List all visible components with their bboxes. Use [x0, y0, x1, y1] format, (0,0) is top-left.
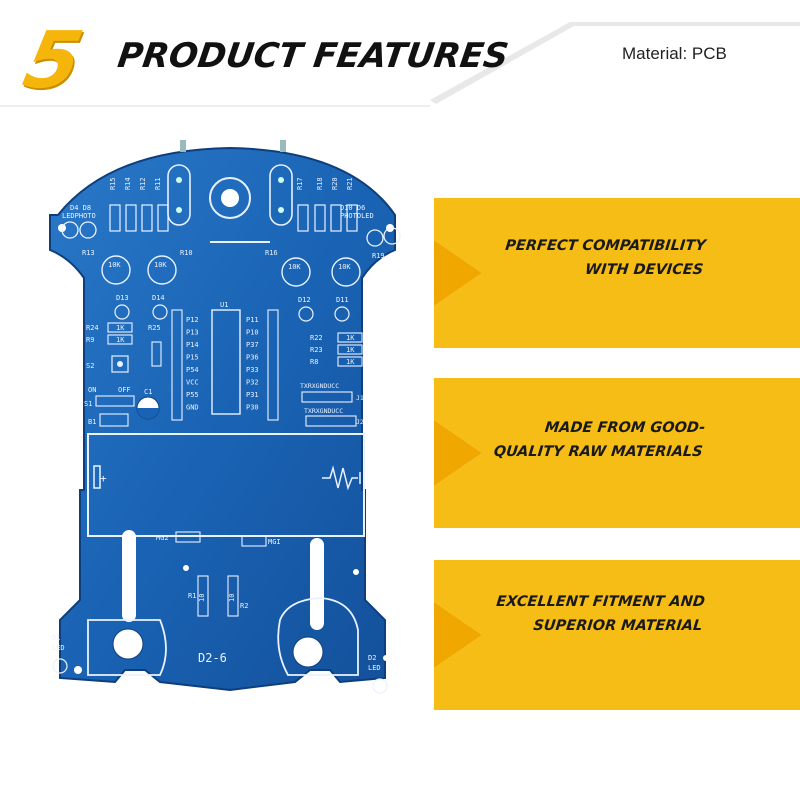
feature-banner-1: PERFECT COMPATIBILITY WITH DEVICES	[434, 198, 800, 348]
label-r2: R2	[240, 602, 248, 610]
label-r12: R12	[139, 177, 147, 190]
res-10-2: 10	[228, 594, 236, 602]
pin-label-left: P55	[186, 391, 199, 399]
pin-label-left: P14	[186, 341, 199, 349]
label-r24: R24	[86, 324, 99, 332]
label-r22: R22	[310, 334, 323, 342]
header-banner: 5 PRODUCT FEATURES Material: PCB	[0, 0, 800, 110]
label-d1: D1	[52, 634, 60, 642]
feature-banner-2: MADE FROM GOOD- QUALITY RAW MATERIALS	[434, 378, 800, 528]
feature-2-line1: MADE FROM GOOD-	[544, 420, 707, 436]
res-1k-3: 1K	[346, 334, 355, 342]
pot-label-4: 10K	[338, 263, 351, 271]
pin-label-left: VCC	[186, 379, 199, 387]
label-d4-d8: D4 D8	[70, 204, 91, 212]
feature-2-line2: QUALITY RAW MATERIALS	[492, 444, 704, 460]
feature-banner-bg	[434, 378, 800, 528]
label-r14: R14	[124, 177, 132, 190]
pin-label-left: P54	[186, 366, 199, 374]
label-r18: R18	[316, 177, 324, 190]
pin-label-left: P13	[186, 329, 199, 337]
label-d14: D14	[152, 294, 165, 302]
feature-banner-bg	[434, 198, 800, 348]
label-u1: U1	[220, 301, 228, 309]
label-r17: R17	[296, 177, 304, 190]
mount-hole	[209, 177, 251, 219]
label-d10-d6: D10 D6	[340, 204, 365, 212]
label-j2: J2	[356, 418, 364, 426]
label-r16: R16	[265, 249, 278, 257]
label-d2: D2	[368, 654, 376, 662]
label-b1: B1	[88, 418, 96, 426]
label-d12: D12	[298, 296, 311, 304]
pin-label-left: P15	[186, 354, 199, 362]
pin-label-right: P36	[246, 354, 259, 362]
pot-label-3: 10K	[288, 263, 301, 271]
label-d13: D13	[116, 294, 129, 302]
label-r8: R8	[310, 358, 318, 366]
res-1k-2: 1K	[116, 336, 125, 344]
pin-label-right: P33	[246, 366, 259, 374]
label-d11: D11	[336, 296, 349, 304]
battery-outline	[87, 433, 365, 537]
res-1k-1: 1K	[116, 324, 125, 332]
feature-text-3: EXCELLENT FITMENT AND SUPERIOR MATERIAL	[493, 590, 707, 638]
feature-1-line1: PERFECT COMPATIBILITY	[504, 238, 707, 254]
feature-banner-3: EXCELLENT FITMENT AND SUPERIOR MATERIAL	[434, 560, 800, 710]
label-r11: R11	[154, 177, 162, 190]
feature-text-1: PERFECT COMPATIBILITY WITH DEVICES	[501, 234, 706, 282]
pcb-outline	[49, 146, 396, 692]
ic-u1	[211, 309, 241, 415]
label-r10: R10	[180, 249, 193, 257]
material-label: Material: PCB	[622, 44, 727, 63]
label-txrx-2: TXRXGNDUCC	[304, 407, 343, 415]
label-r15: R15	[109, 177, 117, 190]
pin-label-left: GND	[186, 404, 199, 412]
label-on: ON	[88, 386, 96, 394]
pin-label-right: P32	[246, 379, 259, 387]
feature-text-2: MADE FROM GOOD- QUALITY RAW MATERIALS	[493, 416, 707, 464]
label-ledphoto: LEDPHOTO	[62, 212, 96, 220]
label-r19: R19	[372, 252, 385, 260]
label-led-1: LED	[52, 644, 65, 652]
pin-label-right: P31	[246, 391, 259, 399]
label-r13: R13	[82, 249, 95, 257]
header-stripe	[0, 0, 800, 108]
feature-1-line2: WITH DEVICES	[583, 262, 704, 278]
label-txrx-1: TXRXGNDUCC	[300, 382, 339, 390]
pin-label-left: P12	[186, 316, 199, 324]
model-label: D2-6	[198, 651, 227, 665]
feature-3-line1: EXCELLENT FITMENT AND	[495, 594, 707, 610]
label-led-2: LED	[368, 664, 381, 672]
label-r20: R20	[331, 177, 339, 190]
wheel-hole-left	[112, 628, 144, 660]
wheel-hole-right	[292, 636, 324, 668]
res-1k-5: 1K	[346, 358, 355, 366]
label-r1: R1	[188, 592, 196, 600]
pin-label-right: P11	[246, 316, 259, 324]
feature-banner-bg	[434, 560, 800, 710]
pin-label-right: P37	[246, 341, 259, 349]
pcb-board-image: D4 D8 LEDPHOTO D10 D6 PHOTOLED R15 R14 R…	[49, 140, 401, 694]
pot-label-2: 10K	[154, 261, 167, 269]
svg-text:+: +	[100, 472, 107, 485]
pin-label-right: P10	[246, 329, 259, 337]
res-1k-4: 1K	[346, 346, 355, 354]
label-r25: R25	[148, 324, 161, 332]
label-mg1: MGI	[268, 538, 281, 546]
label-r9: R9	[86, 336, 94, 344]
label-r21: R21	[346, 177, 354, 190]
label-s1: S1	[84, 400, 92, 408]
label-off: OFF	[118, 386, 131, 394]
label-c1: C1	[144, 388, 152, 396]
label-r23: R23	[310, 346, 323, 354]
label-j1: J1	[356, 394, 364, 402]
res-10-1: 10	[198, 594, 206, 602]
page-title: PRODUCT FEATURES	[115, 36, 511, 76]
pin-label-right: P30	[246, 404, 259, 412]
pot-label-1: 10K	[108, 261, 121, 269]
label-mg2: MG2	[156, 534, 169, 542]
label-s2: S2	[86, 362, 94, 370]
feature-3-line2: SUPERIOR MATERIAL	[532, 618, 704, 634]
